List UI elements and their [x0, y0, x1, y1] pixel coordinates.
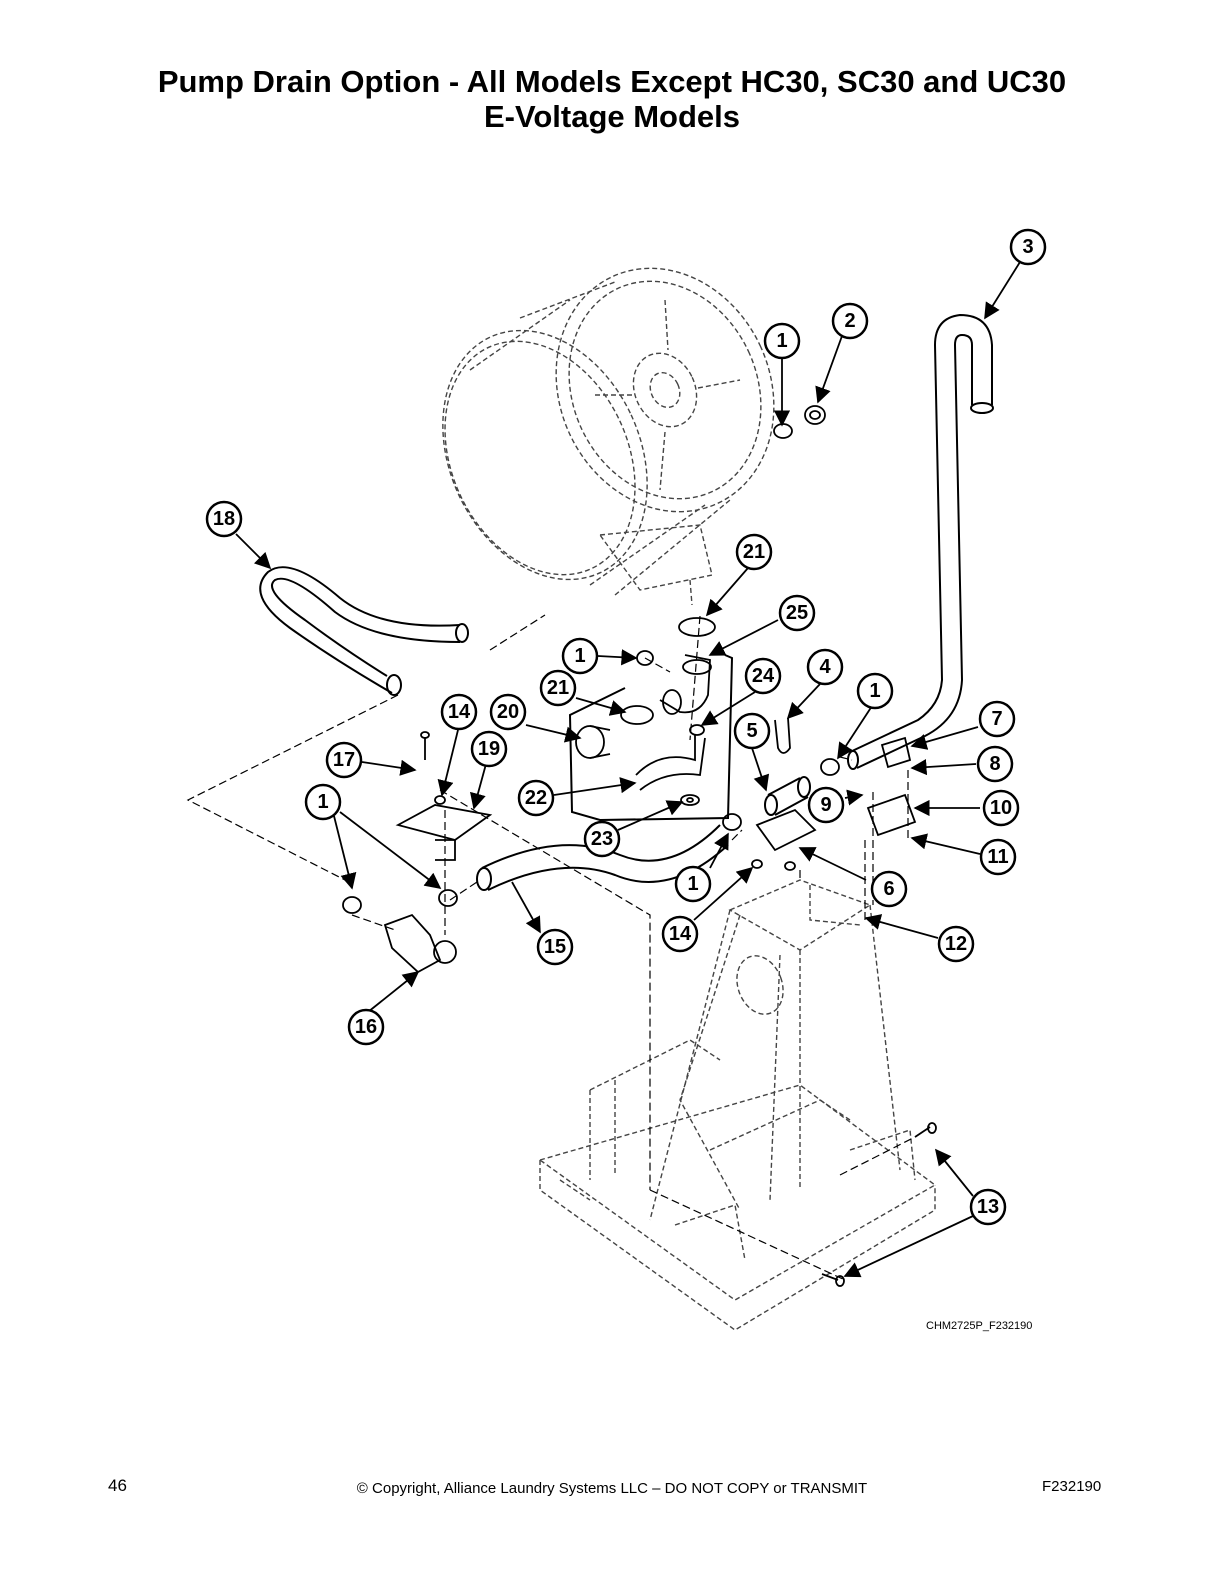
callout: 21 [539, 669, 577, 707]
svg-text:14: 14 [448, 701, 471, 723]
callout: 25 [778, 594, 816, 632]
svg-text:17: 17 [333, 749, 355, 771]
callout: 14 [440, 693, 478, 731]
svg-text:20: 20 [497, 701, 519, 723]
svg-text:1: 1 [869, 680, 880, 702]
document-id: F232190 [1042, 1478, 1102, 1495]
svg-text:16: 16 [355, 1016, 377, 1038]
svg-text:8: 8 [989, 753, 1000, 775]
svg-text:10: 10 [990, 797, 1012, 819]
callout: 14 [661, 915, 699, 953]
drawing-reference: CHM2725P_F232190 [926, 1320, 1033, 1332]
svg-text:25: 25 [786, 602, 808, 624]
svg-text:3: 3 [1022, 236, 1033, 258]
copyright-notice: © Copyright, Alliance Laundry Systems LL… [356, 1480, 868, 1497]
svg-text:13: 13 [977, 1196, 999, 1218]
callout: 22 [517, 779, 555, 817]
callout: 24 [744, 657, 782, 695]
svg-text:1: 1 [776, 330, 787, 352]
svg-text:18: 18 [213, 508, 235, 530]
page-number: 46 [108, 1476, 127, 1495]
svg-text:6: 6 [883, 878, 894, 900]
callout: 16 [347, 1008, 385, 1046]
cabinet-base [538, 879, 937, 1331]
callout: 4 [806, 648, 844, 686]
callout: 15 [536, 928, 574, 966]
callout: 1 [561, 637, 599, 675]
callout: 19 [470, 730, 508, 768]
tub-drum [442, 267, 775, 606]
hardware-parts [342, 405, 937, 1287]
svg-text:1: 1 [687, 873, 698, 895]
svg-text:24: 24 [752, 665, 775, 687]
callout: 13 [969, 1188, 1007, 1226]
svg-text:4: 4 [819, 656, 831, 678]
callout: 2 [831, 302, 869, 340]
callout: 17 [325, 741, 363, 779]
callout: 1 [763, 322, 801, 360]
svg-text:15: 15 [544, 936, 566, 958]
leader-arrows [235, 261, 1021, 1278]
svg-text:11: 11 [987, 846, 1008, 868]
tube-connector [764, 776, 811, 816]
callout: 18 [205, 500, 243, 538]
page-subtitle: E-Voltage Models [483, 99, 741, 134]
svg-text:2: 2 [844, 310, 855, 332]
svg-text:21: 21 [743, 541, 765, 563]
callout: 1 [304, 783, 342, 821]
callout: 8 [976, 745, 1014, 783]
svg-text:5: 5 [746, 720, 757, 742]
callout: 5 [733, 712, 771, 750]
svg-text:7: 7 [991, 708, 1002, 730]
callout: 20 [489, 693, 527, 731]
callout: 23 [583, 820, 621, 858]
svg-text:14: 14 [669, 923, 692, 945]
callout: 1 [674, 865, 712, 903]
callout: 7 [978, 700, 1016, 738]
drain-hose-j-tube [847, 313, 994, 770]
hose-loop [259, 566, 469, 696]
svg-text:21: 21 [547, 677, 569, 699]
svg-text:1: 1 [574, 645, 585, 667]
callout: 3 [1009, 228, 1047, 266]
svg-text:12: 12 [945, 933, 967, 955]
page-title: Pump Drain Option - All Models Except HC… [157, 64, 1067, 99]
svg-text:23: 23 [591, 828, 613, 850]
svg-text:19: 19 [478, 738, 500, 760]
svg-text:9: 9 [820, 794, 831, 816]
svg-text:1: 1 [317, 791, 328, 813]
callout: 6 [870, 870, 908, 908]
subassembly-bracket [568, 654, 734, 822]
callout: 10 [982, 789, 1020, 827]
callout: 21 [735, 533, 773, 571]
callout: 12 [937, 925, 975, 963]
callout: 11 [979, 838, 1017, 876]
svg-text:22: 22 [525, 787, 547, 809]
callout: 1 [856, 672, 894, 710]
callout: 9 [807, 786, 845, 824]
